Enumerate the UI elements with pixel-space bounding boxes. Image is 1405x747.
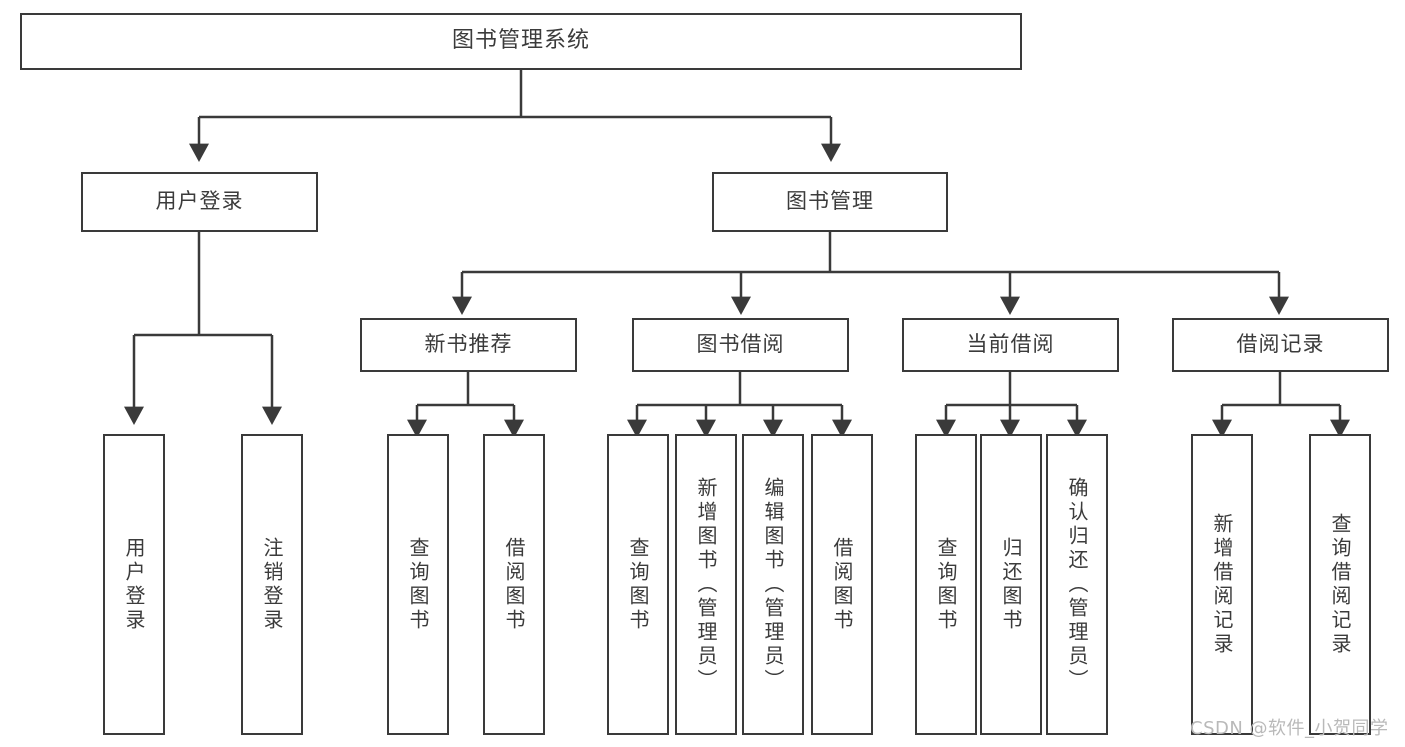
watermark: CSDN @软件_小贺同学: [1190, 718, 1389, 739]
node-current-borrow-label: 当前借阅: [966, 332, 1055, 357]
leaf-borrow-edit-book[interactable]: 编辑图书（管理员）: [742, 434, 804, 735]
leaf-borrow-query-book-label: 查询图书: [626, 536, 650, 633]
node-user-login[interactable]: 用户登录: [81, 172, 318, 232]
leaf-borrow-borrow-book-label: 借阅图书: [830, 536, 854, 633]
leaf-borrow-query-book[interactable]: 查询图书: [607, 434, 669, 735]
leaf-user-login-signout[interactable]: 注销登录: [241, 434, 303, 735]
node-borrow-record[interactable]: 借阅记录: [1172, 318, 1389, 372]
node-new-book-recommend[interactable]: 新书推荐: [360, 318, 577, 372]
leaf-current-return-book-label: 归还图书: [999, 536, 1023, 633]
node-user-login-label: 用户登录: [155, 189, 244, 214]
leaf-record-query[interactable]: 查询借阅记录: [1309, 434, 1371, 735]
leaf-user-login-signin[interactable]: 用户登录: [103, 434, 165, 735]
node-book-borrow[interactable]: 图书借阅: [632, 318, 849, 372]
leaf-current-confirm-return-label: 确认归还（管理员）: [1065, 476, 1089, 693]
node-current-borrow[interactable]: 当前借阅: [902, 318, 1119, 372]
leaf-user-login-signout-label: 注销登录: [260, 536, 284, 633]
leaf-borrow-add-book-label: 新增图书（管理员）: [694, 476, 718, 693]
leaf-current-query-book[interactable]: 查询图书: [915, 434, 977, 735]
leaf-user-login-signin-label: 用户登录: [122, 536, 146, 633]
node-borrow-record-label: 借阅记录: [1236, 332, 1325, 357]
leaf-record-add-label: 新增借阅记录: [1210, 512, 1234, 657]
leaf-current-return-book[interactable]: 归还图书: [980, 434, 1042, 735]
leaf-borrow-add-book[interactable]: 新增图书（管理员）: [675, 434, 737, 735]
node-book-borrow-label: 图书借阅: [696, 332, 785, 357]
node-new-book-recommend-label: 新书推荐: [424, 332, 513, 357]
leaf-new-book-borrow[interactable]: 借阅图书: [483, 434, 545, 735]
leaf-record-add[interactable]: 新增借阅记录: [1191, 434, 1253, 735]
node-root-label: 图书管理系统: [451, 28, 590, 54]
leaf-current-query-book-label: 查询图书: [934, 536, 958, 633]
leaf-borrow-borrow-book[interactable]: 借阅图书: [811, 434, 873, 735]
leaf-new-book-query-label: 查询图书: [406, 536, 430, 633]
leaf-current-confirm-return[interactable]: 确认归还（管理员）: [1046, 434, 1108, 735]
leaf-record-query-label: 查询借阅记录: [1328, 512, 1352, 657]
node-book-management[interactable]: 图书管理: [712, 172, 948, 232]
leaf-new-book-query[interactable]: 查询图书: [387, 434, 449, 735]
node-book-management-label: 图书管理: [786, 189, 874, 214]
leaf-borrow-edit-book-label: 编辑图书（管理员）: [761, 476, 785, 693]
leaf-new-book-borrow-label: 借阅图书: [502, 536, 526, 633]
node-root[interactable]: 图书管理系统: [20, 13, 1022, 70]
